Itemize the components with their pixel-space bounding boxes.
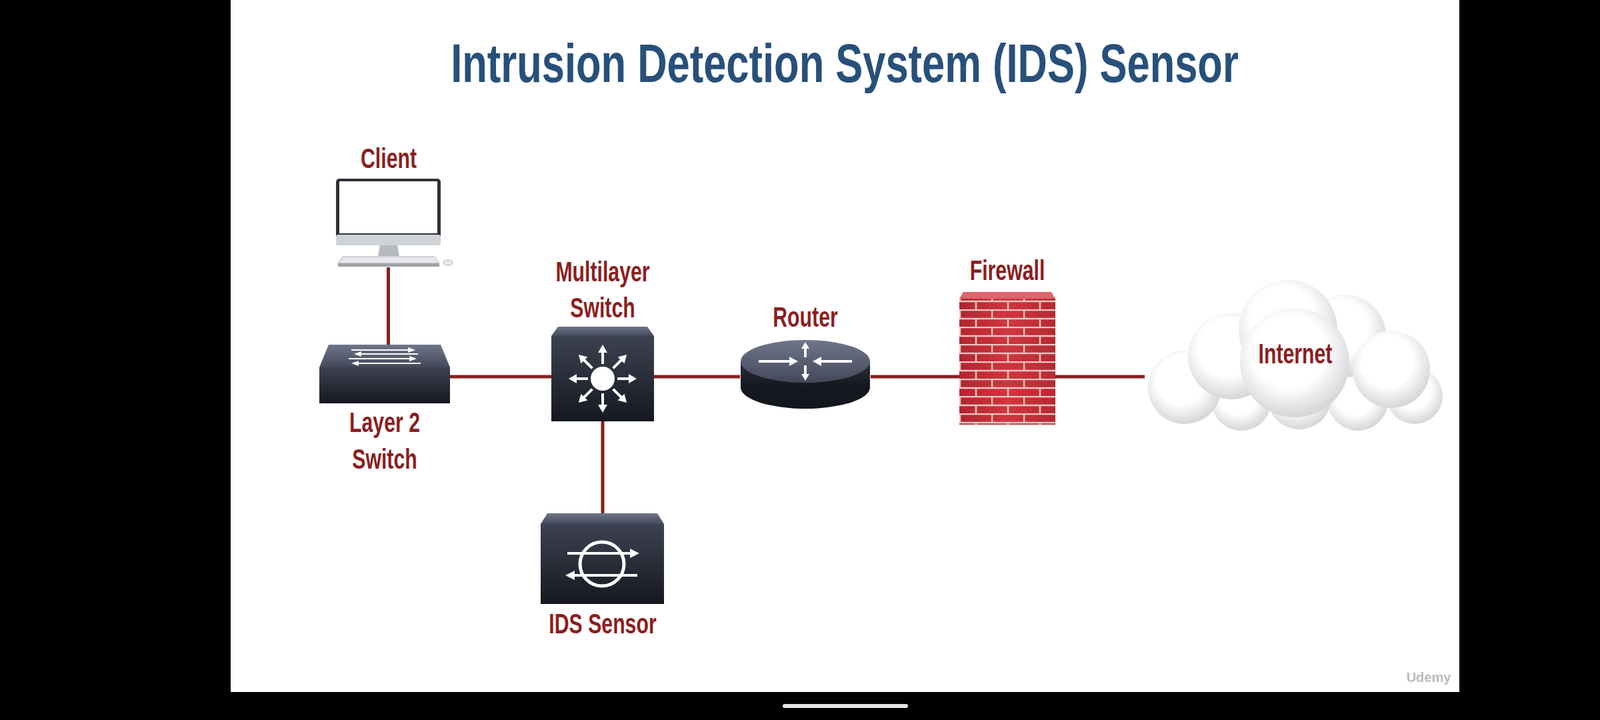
router-icon (758, 360, 791, 363)
network-link (601, 421, 605, 514)
computer-icon (378, 245, 400, 256)
multilayer-switch-icon (551, 326, 654, 336)
router-icon (740, 340, 870, 409)
multilayer-switch-icon (568, 374, 588, 384)
multilayer-switch-icon (610, 386, 630, 406)
cloud-icon (1148, 280, 1443, 431)
router-icon (789, 356, 798, 366)
router-icon (740, 340, 870, 383)
layer2-switch-icon (348, 358, 410, 360)
ids-sensor-icon (540, 513, 664, 524)
ids-sensor-icon (573, 574, 638, 577)
multilayer-switch: Multilayer Switch (551, 326, 654, 422)
layer2-switch-icon (409, 356, 417, 362)
layer2-switch-icon (351, 349, 409, 351)
ids-sensor: IDS Sensor (540, 513, 664, 604)
computer-icon (336, 178, 453, 267)
ids-sensor-icon (540, 513, 664, 604)
multilayer-switch-icon (598, 393, 608, 413)
device-label: Firewall (970, 252, 1046, 290)
computer-icon (339, 181, 438, 234)
router-icon (801, 374, 810, 381)
firewall-icon (959, 292, 1056, 299)
client-computer: Client (336, 178, 441, 268)
router: Router (740, 338, 871, 410)
watermark: Udemy (1406, 670, 1452, 686)
router-icon (804, 348, 807, 358)
layer2-switch-icon (319, 344, 450, 404)
router-icon (812, 356, 822, 366)
computer-icon (338, 263, 440, 267)
network-link (654, 375, 740, 379)
router-icon (801, 342, 810, 349)
ids-sensor-icon (580, 542, 624, 586)
computer-icon (336, 234, 441, 246)
multilayer-switch-icon (575, 351, 596, 372)
ids-sensor-icon (565, 570, 575, 580)
firewall-icon (959, 298, 1056, 425)
multilayer-switch-icon (575, 386, 596, 406)
multilayer-switch-icon (551, 326, 654, 422)
layer2-switch-icon (319, 367, 450, 404)
title: Intrusion Detection System (IDS) Sensor (450, 36, 1239, 91)
computer-icon (336, 178, 441, 246)
layer2-switch-icon (351, 360, 359, 366)
layer2-switch-icon (319, 344, 450, 368)
layer2-switch-icon (408, 347, 416, 353)
ids-sensor-icon (630, 548, 640, 558)
device-label: Internet (1258, 336, 1333, 373)
internet-cloud: Internet (1144, 277, 1446, 431)
multilayer-switch-icon (617, 374, 637, 384)
computer-icon (443, 260, 453, 266)
device-label: Client (360, 140, 416, 178)
device-label: IDS Sensor (548, 606, 656, 643)
ids-sensor-icon (540, 524, 664, 604)
firewall-icon (959, 298, 1056, 425)
ids-sensor-icon (567, 552, 632, 555)
computer-icon (338, 256, 440, 264)
cloud-icon (1240, 308, 1350, 418)
firewall: Firewall (959, 292, 1056, 425)
network-link (450, 375, 552, 379)
network-link (386, 267, 390, 345)
network-link (1055, 375, 1145, 379)
multilayer-switch-icon (610, 351, 630, 372)
multilayer-switch-icon (551, 336, 654, 422)
device-label: Router (772, 299, 838, 336)
layer2-switch-icon (358, 362, 421, 364)
slide-background (230, 0, 1460, 692)
layer2-switch: Layer 2 Switch (319, 344, 450, 404)
home-indicator (782, 704, 908, 708)
cloud-icon (1352, 330, 1430, 408)
router-icon (804, 365, 807, 375)
firewall-icon (959, 292, 1056, 425)
layer2-switch-icon (360, 353, 418, 355)
multilayer-switch-icon (590, 366, 615, 391)
device-label: Layer 2 Switch (332, 404, 438, 478)
device-label: Multilayer Switch (550, 254, 656, 327)
router-icon (820, 360, 852, 363)
multilayer-switch-icon (598, 344, 608, 364)
network-link (870, 375, 960, 379)
layer2-switch-icon (354, 351, 362, 357)
